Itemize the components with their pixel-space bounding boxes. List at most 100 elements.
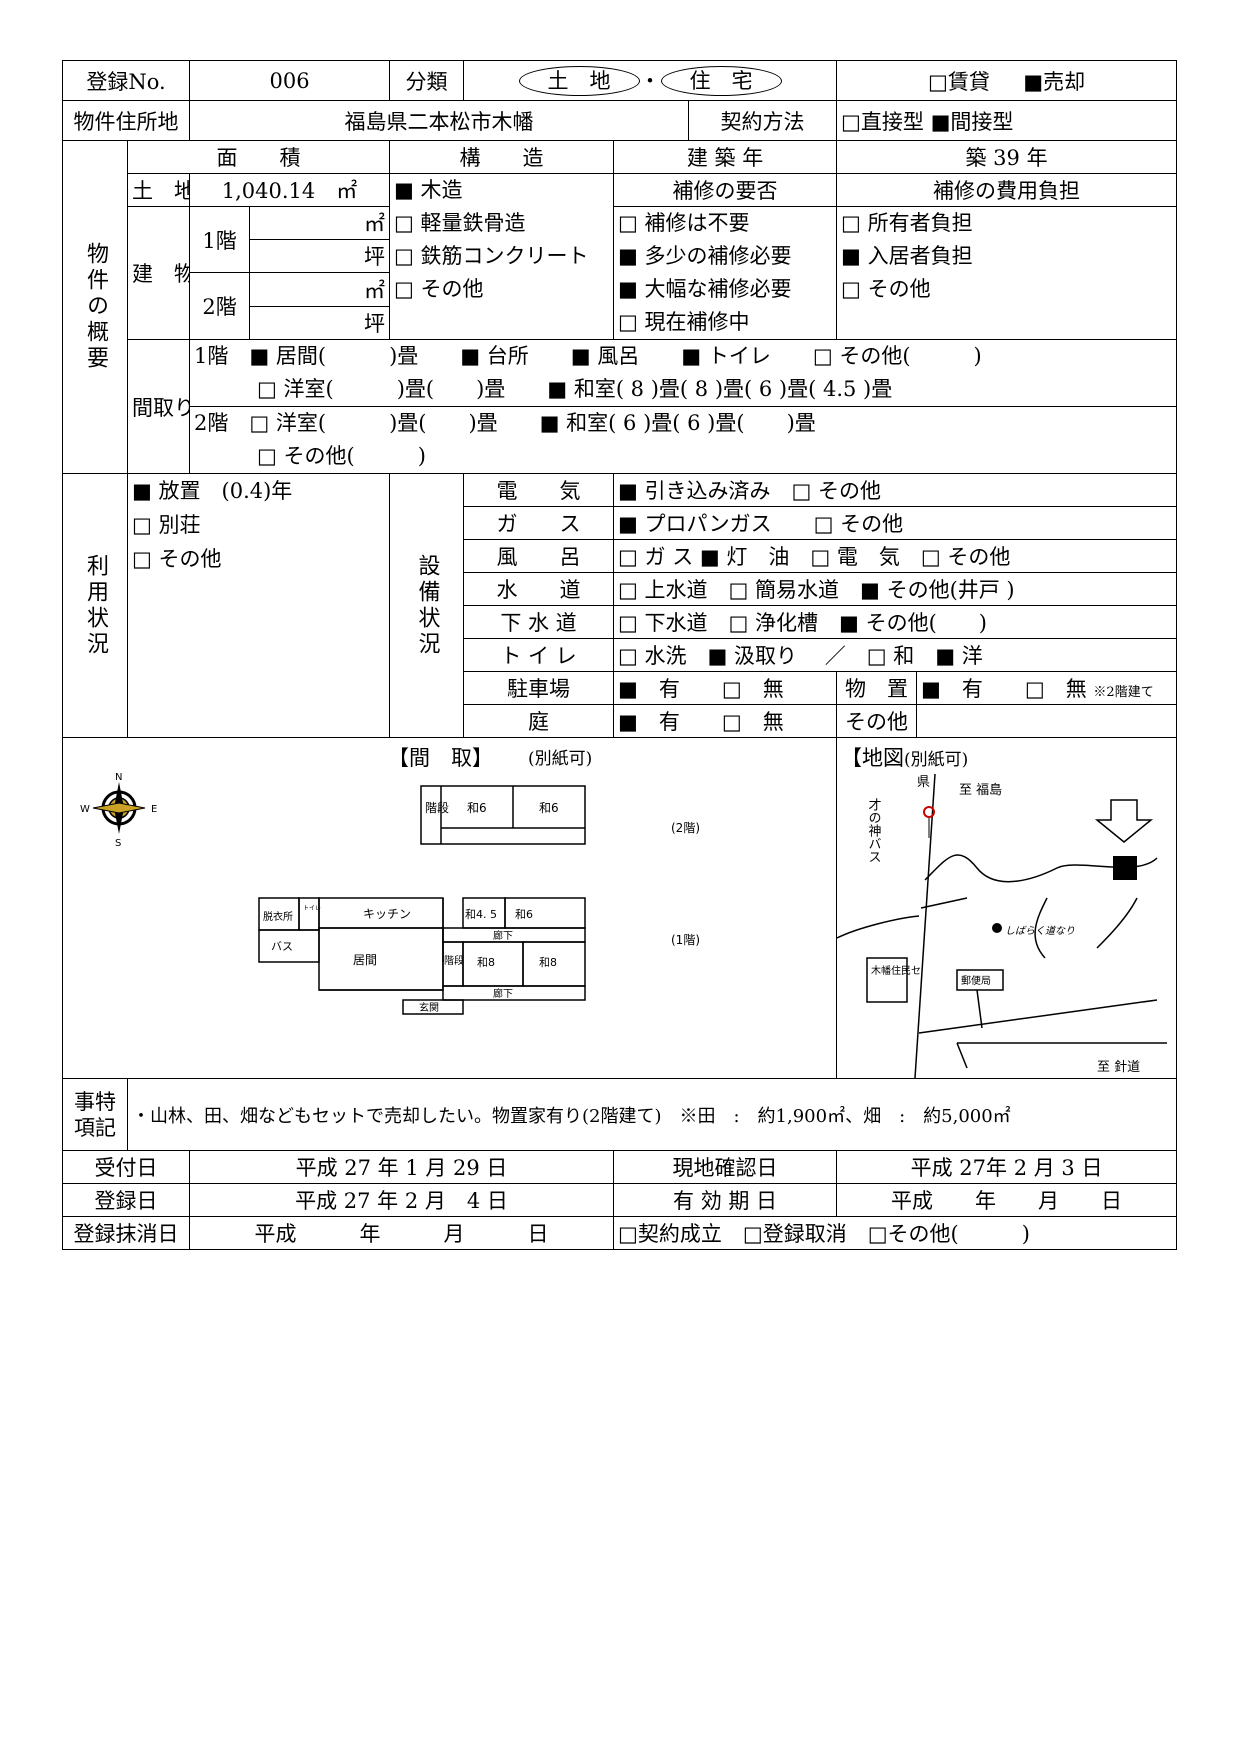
storage-value: ■ 有 □ 無 ※2階建て [916,671,1178,705]
category-house: 住 宅 [660,66,782,96]
facility-bath-label: 風 呂 [463,539,615,573]
other-value [916,704,1178,738]
f1-entrance: 玄関 [419,1001,439,1014]
layout-floor2-line2: □ その他( ) [194,444,426,468]
f1-living: 居間 [353,953,377,967]
cost-owner: □ 所有者負担 [841,211,973,235]
cancel-label: 登録抹消日 [61,1216,191,1250]
floor1-tsubo: 坪 [249,239,391,273]
contract-indirect: ■間接型 [930,109,1014,134]
target-arrow-icon [1094,799,1154,880]
repair-major: ■ 大幅な補修必要 [618,277,792,301]
cancel-date: 平成 年 月 日 [189,1216,615,1250]
f2-w6a: 和6 [467,801,487,815]
floor2-m2: ㎡ [249,272,391,307]
reg-no-label: 登録No. [61,60,191,101]
cost-other: □ その他 [841,277,931,301]
structure-rc: □ 鉄筋コンクリート [394,244,589,268]
category-label: 分類 [389,60,465,101]
f1-w8a: 和8 [477,956,495,969]
floorplan-note: (別紙可) [528,749,593,769]
floorplan-area: 【間 取】 (別紙可) N S E W [61,737,838,1079]
contract-direct: □直接型 [841,109,924,134]
facility-sewer-value: □ 下水道 □ 浄化槽 ■ その他( ) [613,605,1178,639]
parking-value: ■ 有 □ 無 [613,671,838,705]
facility-section-label: 設備状況 [389,473,465,738]
deal-sale: ■売却 [1023,69,1086,94]
f1-hall-bottom: 廊下 [493,987,513,1000]
floorplan-title: 【間 取】 [388,746,493,770]
garden-value: ■ 有 □ 無 [613,704,838,738]
contract-options: □直接型 ■間接型 [836,100,1178,141]
map-title-text: 【地図 [841,746,905,770]
cost-tenant: ■ 入居者負担 [841,244,973,268]
layout-floor2-line1: 2階 □ 洋室( )畳( )畳 ■ 和室( 6 )畳( 6 )畳( )畳 [194,411,816,435]
category-dot: ・ [639,69,661,93]
land-label: 土 地 [126,173,191,207]
map-to-fukushima: 至 福島 [959,783,1002,798]
received-label: 受付日 [61,1150,191,1184]
property-registration-sheet: 登録No. 006 分類 土 地・住 宅 □賃貸 ■売却 物件住所地 福島県二本… [61,60,1178,1250]
floor1-m2: ㎡ [249,206,391,240]
facility-water-label: 水 道 [463,572,615,606]
compass-icon: N S E W [80,772,157,849]
facility-toilet-value: □ 水洗 ■ 汲取り ／ □ 和 ■ 洋 [613,638,1178,672]
repair-need-options: □ 補修は不要 ■ 多少の補修必要 ■ 大幅な補修必要 □ 現在補修中 [613,206,838,340]
f1-toilet: トイレ [303,905,321,912]
f1-kitchen: キッチン [363,907,411,921]
facility-sewer-label: 下 水 道 [463,605,615,639]
compass-e: E [151,804,157,815]
remarks-text: ・山林、田、畑などもセットで売却したい。物置家有り(2階建て) ※田 : 約1,… [126,1078,1178,1151]
facility-toilet-label: ト イ レ [463,638,615,672]
property-marker-icon [992,923,1003,933]
floorplan-drawing: N S E W 階段 和6 和6 (2階) [80,772,700,1015]
f1-w45: 和4. 5 [465,908,497,921]
garden-label: 庭 [463,704,615,738]
address-label: 物件住所地 [61,100,191,141]
floor2-label: (2階) [671,820,700,835]
building-label: 建 物 [126,206,191,340]
floor1-label: 1階 [189,206,251,273]
f2-w6b: 和6 [539,801,559,815]
floor1-label: (1階) [671,932,700,947]
usage-section-label: 利用状況 [62,473,128,738]
repair-some: ■ 多少の補修必要 [618,244,792,268]
repair-ongoing: □ 現在補修中 [618,310,750,334]
map-title: 【地図(別紙可) [841,742,968,772]
address: 福島県二本松市木幡 [189,100,690,141]
bus-stop-icon [923,806,936,838]
map-to-harimichi: 至 針道 [1097,1060,1140,1075]
map-drawing: 県 至 福島 才の神バス しばらく道なり 木幡住民セ 郵便局 至 針道 [837,773,1168,1078]
floor2-label: 2階 [189,272,251,340]
compass-s: S [115,838,121,849]
registered-label: 登録日 [61,1183,191,1217]
deal-type: □賃貸 ■売却 [836,60,1178,101]
f1-hall-top: 廊下 [493,929,513,942]
structure-light-steel: □ 軽量鉄骨造 [394,211,526,235]
storage-note: ※2階建て [1093,685,1154,700]
layout-floor1-line2: □ 洋室( )畳( )畳 ■ 和室( 8 )畳( 8 )畳( 6 )畳( 4.5… [194,377,893,401]
facility-gas-label: ガ ス [463,506,615,540]
map-center: 木幡住民セ [871,964,921,977]
f2-stairs: 階段 [425,800,449,815]
map-roads [837,773,1168,1078]
area-header: 面 積 [126,140,391,174]
land-area: 1,040.14 ㎡ [189,173,391,207]
remarks-label: 事特項記 [62,1078,128,1151]
facility-electric-label: 電 気 [463,473,615,507]
registration-table: 登録No. 006 分類 土 地・住 宅 □賃貸 ■売却 物件住所地 福島県二本… [61,60,1178,1250]
layout-floor1-line1: 1階 ■ 居間( )畳 ■ 台所 ■ 風呂 ■ トイレ □ その他( ) [194,344,982,368]
floor2-plan [420,785,586,845]
layout-label: 間取り [126,339,191,474]
deal-rent: □賃貸 [928,69,990,94]
structure-options: ■ 木造 □ 軽量鉄骨造 □ 鉄筋コンクリート □ その他 [389,173,615,340]
received-date: 平成 27 年 1 月 29 日 [189,1150,615,1184]
compass-n: N [115,772,122,783]
f1-dressing: 脱衣所 [263,910,293,923]
valid-label: 有 効 期 日 [613,1183,838,1217]
usage-options: ■ 放置 (0.4)年 □ 別荘 □ その他 [126,473,391,738]
f1-bath: バス [271,940,293,953]
layout-floor2: 2階 □ 洋室( )畳( )畳 ■ 和室( 6 )畳( 6 )畳( )畳 □ そ… [189,406,1178,474]
built-header: 建 築 年 [613,140,838,174]
other-label: その他 [836,704,918,738]
